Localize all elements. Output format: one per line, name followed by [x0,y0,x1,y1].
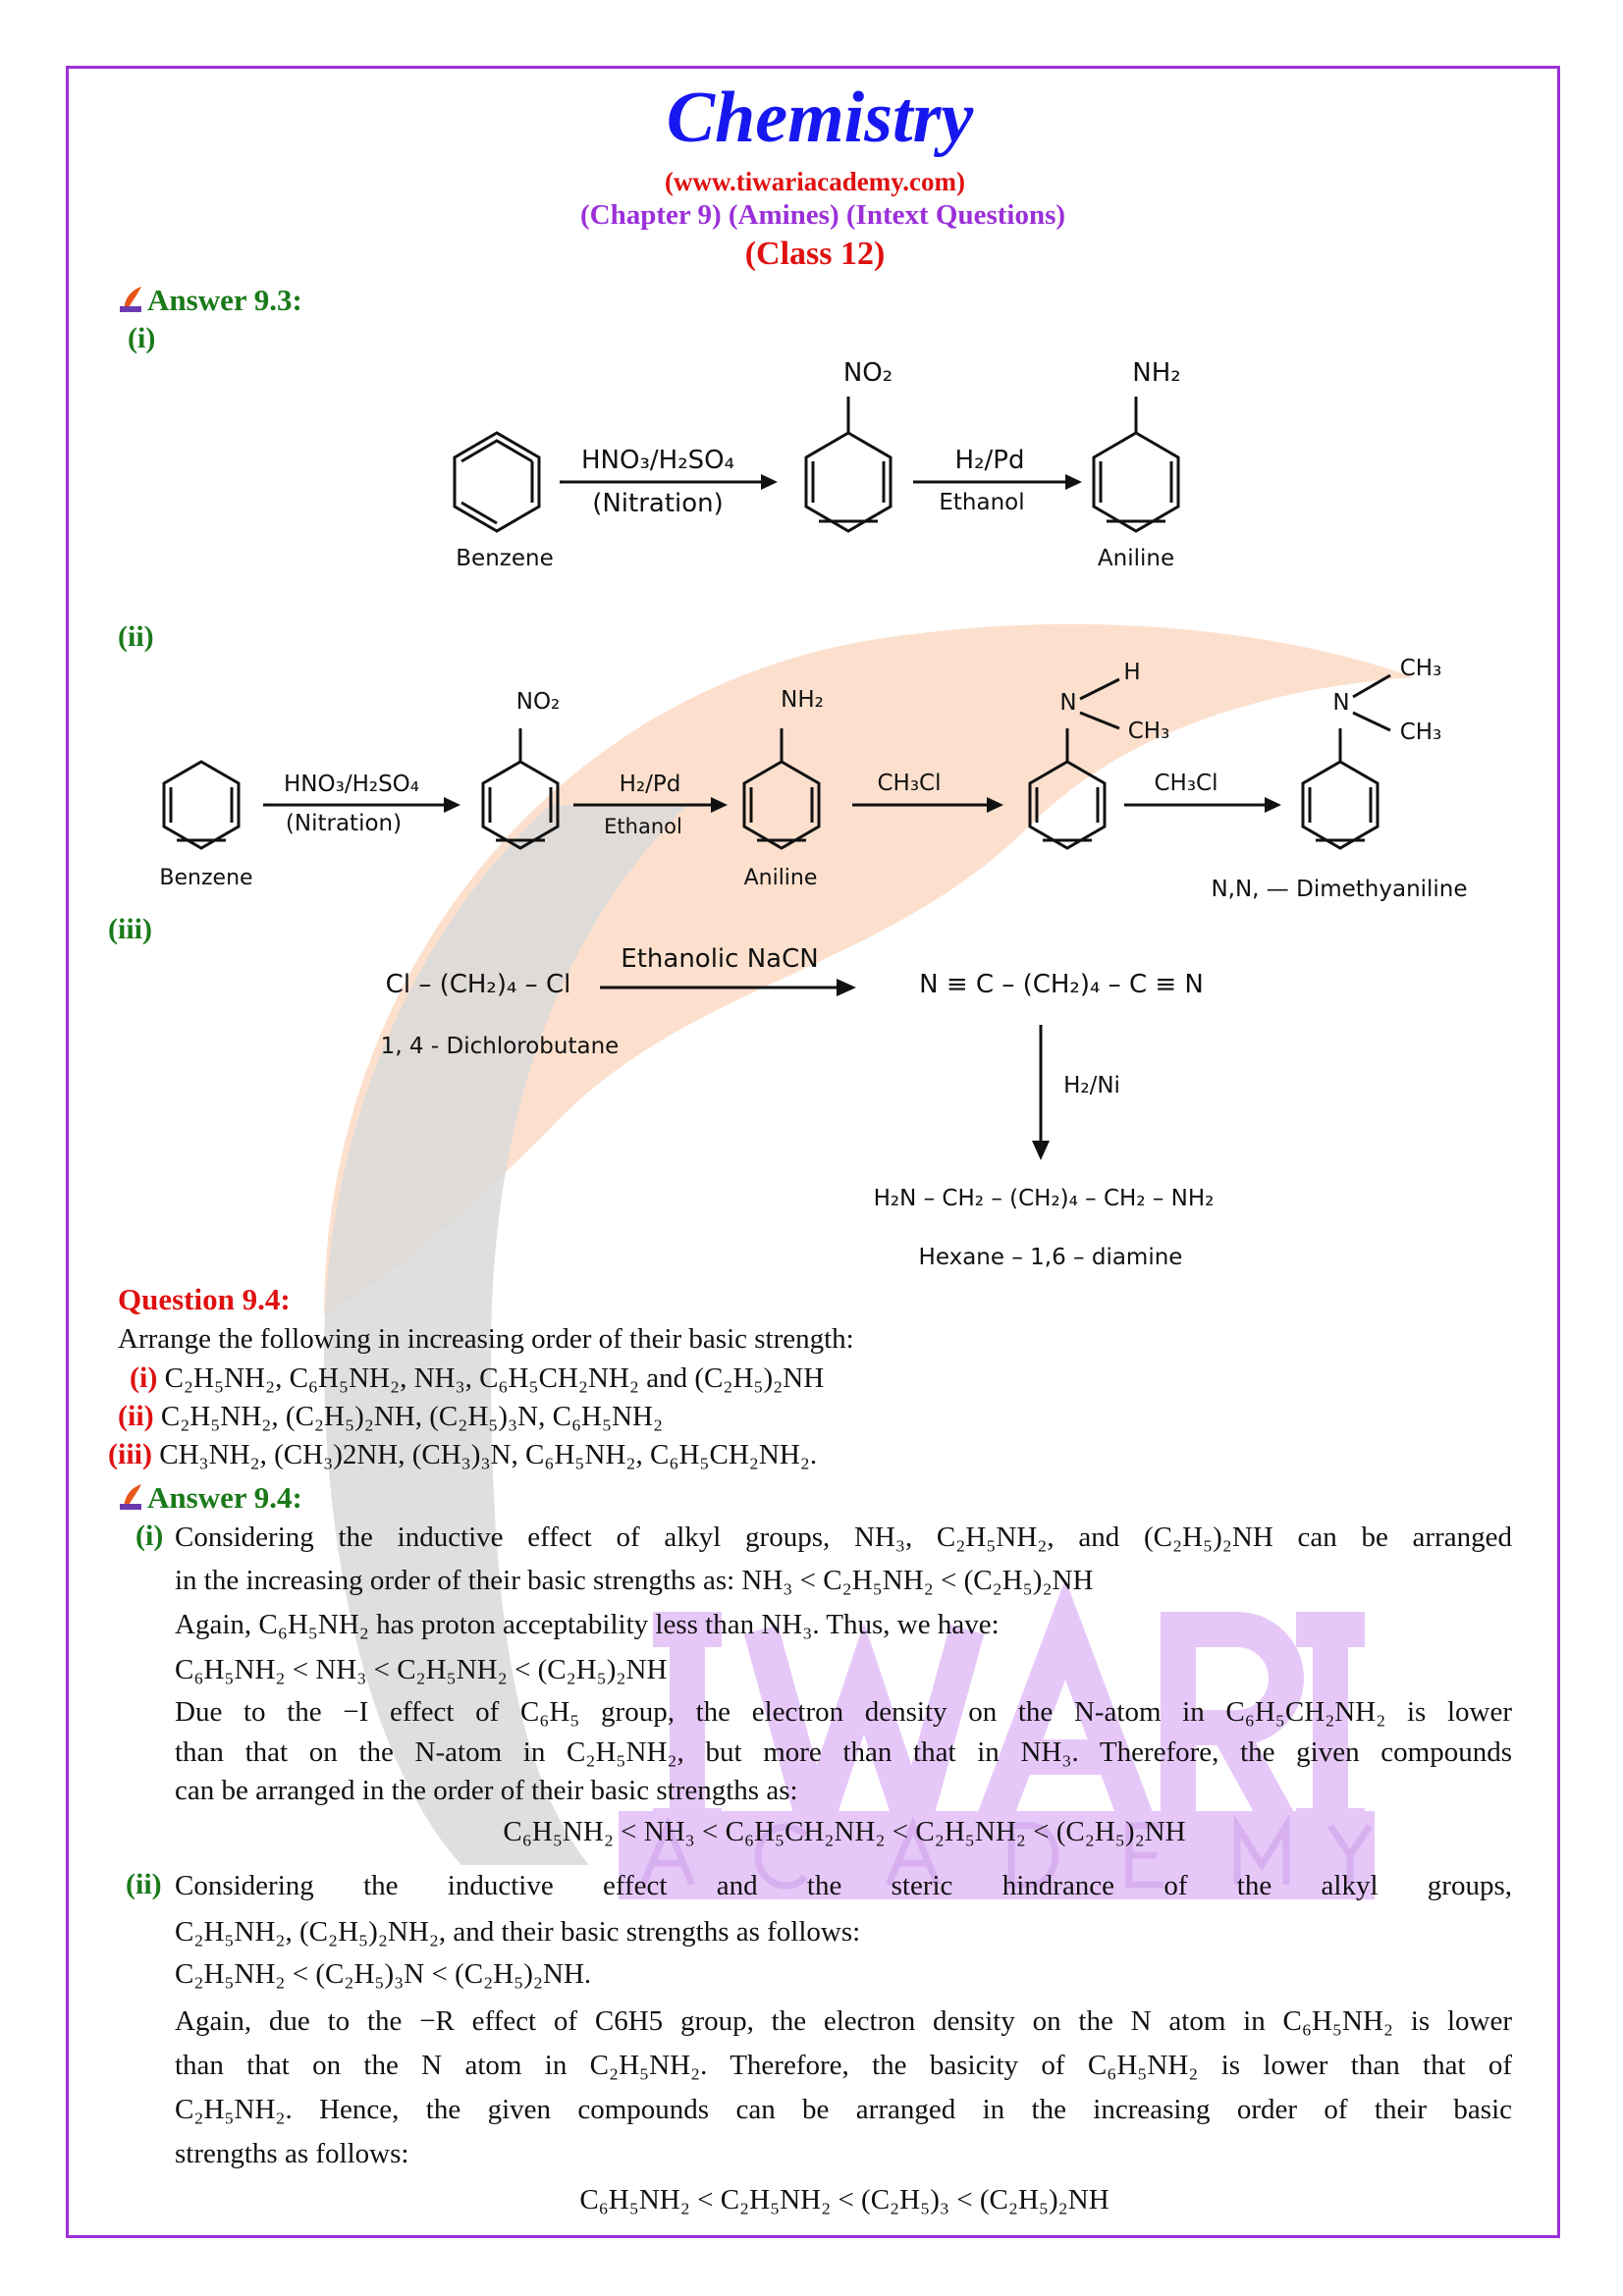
reagent-label: H₂/Pd [954,446,1025,475]
hydrogen-label: H [1123,660,1141,685]
answer-line: Again, C₆H₅NH₂ has proton acceptability … [175,1609,1000,1640]
compound-name: Aniline [743,866,818,890]
compound-name: Benzene [159,866,253,890]
intermediate-formula: N ≡ C – (CH₂)₄ – C ≡ N [919,970,1204,999]
quill-logo-icon [118,285,145,314]
reagent-label: H₂/Ni [1063,1073,1120,1098]
condition-label: (Nitration) [285,811,403,836]
item-label: (ii) [118,1400,154,1432]
aniline-ring [742,728,821,850]
answer-line: than that on the N-atom in C₂H₅NH₂, but … [175,1736,1512,1768]
answer-line: Due to the −I effect of C₆H₅ group, the … [175,1696,1512,1728]
answer-heading-text: Answer 9.3: [147,283,302,317]
methyl-label: CH₃ [1399,720,1442,745]
nitrobenzene-ring [804,397,893,533]
condition-label: Ethanol [604,815,682,838]
dimethylaniline-ring [1301,673,1391,850]
nitrogen-label: N [1332,690,1350,716]
watermark-iwari-letters [653,1578,1365,1887]
answer-line: C₂H₅NH₂, (C₂H₅)₂NH₂, and their basic str… [175,1916,861,1948]
n-methylaniline-ring [1028,677,1120,850]
watermark-leaf [324,623,1414,1315]
answer-line: than that on the N atom in C₂H₅NH₂. Ther… [175,2050,1512,2081]
item-text: CH₃NH₂, (CH₃)2NH, (CH₃)₃N, C₆H₅NH₂, C₆H₅… [159,1439,818,1470]
amino-group-label: NH₂ [1132,358,1181,388]
question-item: (i) C₂H₅NH₂, C₆H₅NH₂, NH₃, C₆H₅CH₂NH₂ an… [130,1359,824,1398]
nitro-group-label: NO₂ [842,358,893,388]
condition-label: (Nitration) [592,489,724,518]
answer-line: C₂H₅NH₂ < (C₂H₅)₃N < (C₂H₅)₂NH. [175,1958,592,1990]
reagent-label: H₂/Pd [619,772,681,797]
answer-line: can be arranged in the order of their ba… [175,1775,798,1806]
compound-name: Benzene [456,546,554,571]
reagent-label: Ethanolic NaCN [621,944,819,974]
item-text: C₂H₅NH₂, C₆H₅NH₂, NH₃, C₆H₅CH₂NH₂ and (C… [164,1362,825,1394]
answer-line: C₆H₅NH₂ < NH₃ < C₂H₅NH₂ < (C₂H₅)₂NH [175,1654,668,1685]
page-title: Chemistry [666,78,974,158]
part-label: (i) [128,322,156,354]
answer-heading-text: Answer 9.4: [147,1480,302,1515]
item-text: C₂H₅NH₂, (C₂H₅)₂NH, (C₂H₅)₃N, C₆H₅NH₂ [160,1401,664,1432]
result-order: C₆H₅NH₂ < C₂H₅NH₂ < (C₂H₅)₃ < (C₂H₅)₂NH [579,2184,1109,2216]
amino-group-label: NH₂ [781,687,824,713]
reagent-label: CH₃Cl [877,771,942,796]
item-label: (iii) [108,1438,152,1470]
reactant-formula: Cl – (CH₂)₄ – Cl [385,970,571,999]
answer-line: in the increasing order of their basic s… [175,1565,1094,1596]
nitrobenzene-ring [481,728,560,850]
question-prompt: Arrange the following in increasing orde… [118,1323,854,1355]
watermark-swoosh [324,805,687,1865]
class-label: (Class 12) [744,236,886,272]
aniline-ring [1092,397,1180,533]
compound-name: N,N, — Dimethyaniline [1211,877,1468,902]
part-label: (i) [135,1520,164,1552]
answer-line: Again, due to the −R effect of C6H5 grou… [175,2005,1512,2037]
part-label: (ii) [126,1868,162,1900]
chapter-line: (Chapter 9) (Amines) (Intext Questions) [579,199,1066,231]
methyl-label: CH₃ [1399,656,1442,681]
site-url[interactable]: (www.tiwariacademy.com) [665,167,965,196]
item-label: (i) [130,1362,158,1394]
compound-name: Aniline [1097,546,1175,571]
answer-line: Considering the inductive effect and the… [175,1870,1512,1901]
benzene-ring [453,431,541,533]
reagent-label: CH₃Cl [1154,771,1218,796]
answer-9-4-heading: Answer 9.4: [118,1480,302,1516]
quill-logo-icon [118,1482,145,1512]
answer-9-3-heading: Answer 9.3: [118,283,302,318]
compound-name: 1, 4 - Dichlorobutane [380,1034,620,1059]
page-border [66,66,1560,2238]
result-order: C₆H₅NH₂ < NH₃ < C₆H₅CH₂NH₂ < C₂H₅NH₂ < (… [503,1816,1186,1847]
question-item: (ii) C₂H₅NH₂, (C₂H₅)₂NH, (C₂H₅)₃N, C₆H₅N… [118,1397,663,1436]
question-item: (iii) CH₃NH₂, (CH₃)2NH, (CH₃)₃N, C₆H₅NH₂… [108,1435,817,1474]
methyl-label: CH₃ [1127,719,1170,744]
watermark-academy-letters [639,1813,1373,1890]
part-label: (iii) [108,913,152,945]
answer-line: C₂H₅NH₂. Hence, the given compounds can … [175,2094,1512,2125]
reagent-label: HNO₃/H₂SO₄ [580,446,735,475]
nitro-group-label: NO₂ [515,689,561,715]
compound-name: Hexane – 1,6 – diamine [918,1245,1183,1270]
part-label: (ii) [118,620,154,653]
question-9-4-heading: Question 9.4: [118,1282,291,1316]
condition-label: Ethanol [939,490,1025,515]
product-formula: H₂N – CH₂ – (CH₂)₄ – CH₂ – NH₂ [873,1186,1215,1211]
reagent-label: HNO₃/H₂SO₄ [283,772,420,797]
benzene-ring [162,760,241,850]
nitrogen-label: N [1059,690,1077,716]
answer-line: strengths as follows: [175,2138,409,2169]
answer-line: Considering the inductive effect of alky… [175,1522,1512,1553]
